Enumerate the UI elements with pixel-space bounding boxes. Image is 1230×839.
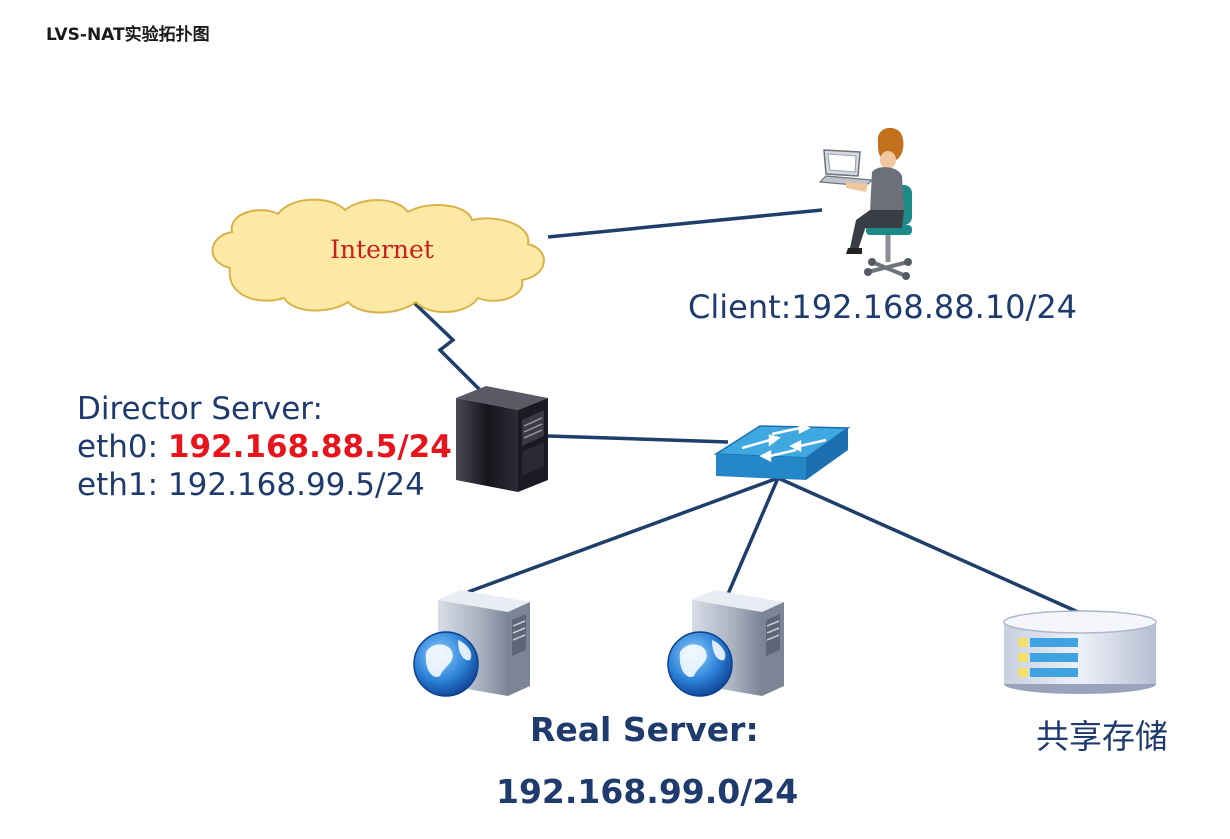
internet-label: Internet bbox=[330, 235, 434, 264]
link-internet-client bbox=[547, 208, 823, 239]
eth0-ip: 192.168.88.5/24 bbox=[167, 429, 452, 465]
link-switch-real1 bbox=[467, 476, 779, 594]
links bbox=[406, 208, 1079, 614]
shared-storage-icon bbox=[1003, 610, 1157, 694]
client-address-label: Client:192.168.88.10/24 bbox=[688, 288, 1078, 326]
director-eth0: eth0: 192.168.88.5/24 bbox=[77, 428, 452, 466]
real-server-icon-1 bbox=[413, 590, 530, 697]
link-internet-director bbox=[406, 295, 487, 397]
director-server-icon bbox=[456, 386, 548, 492]
real-server-subnet: 192.168.99.0/24 bbox=[496, 772, 799, 811]
link-switch-storage bbox=[777, 476, 1079, 614]
link-switch-real2 bbox=[726, 477, 780, 595]
link-director-switch bbox=[547, 434, 729, 444]
real-server-title: Real Server: bbox=[530, 710, 759, 749]
client-user-icon bbox=[818, 127, 912, 280]
director-eth1: eth1: 192.168.99.5/24 bbox=[77, 467, 425, 503]
director-title: Director Server: bbox=[77, 391, 323, 427]
internet-cloud: Internet bbox=[211, 198, 545, 314]
page-title: LVS-NAT实验拓扑图 bbox=[46, 25, 210, 45]
network-switch-icon bbox=[713, 421, 851, 480]
real-server-icon-2 bbox=[667, 590, 784, 697]
eth0-prefix: eth0: bbox=[77, 429, 168, 465]
shared-storage-label: 共享存储 bbox=[1036, 717, 1168, 756]
director-server-info: Director Server: eth0: 192.168.88.5/24 e… bbox=[77, 390, 452, 504]
